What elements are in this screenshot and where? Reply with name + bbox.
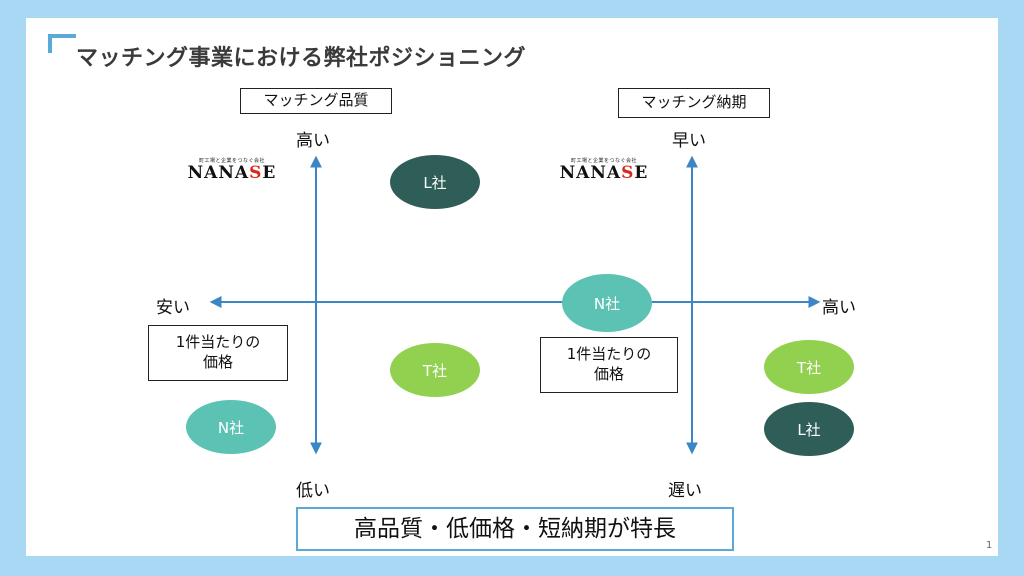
right-y-high-label: 早い <box>672 131 706 151</box>
logo-tagline: 町工場と企業をつなぐ会社 <box>570 158 637 164</box>
logo-tagline: 町工場と企業をつなぐ会社 <box>198 158 265 164</box>
logo-wordmark: NANASE <box>187 163 277 183</box>
left-y-axis-title: マッチング品質 <box>240 88 392 114</box>
right-company-n: N社 <box>562 274 652 332</box>
corner-accent-mark <box>48 34 76 53</box>
nanase-logo-right: 町工場と企業をつなぐ会社 NANASE <box>552 158 656 182</box>
x-low-label: 安い <box>156 298 190 318</box>
right-y-axis-title: マッチング納期 <box>618 88 770 118</box>
left-x-axis-title: 1件当たりの 価格 <box>148 325 288 381</box>
left-y-high-label: 高い <box>296 131 330 151</box>
slide <box>26 18 998 556</box>
left-x-axis-title-line2: 価格 <box>202 353 233 371</box>
logo-wordmark: NANASE <box>559 163 649 183</box>
left-company-l: L社 <box>390 155 480 209</box>
feature-statement: 高品質・低価格・短納期が特長 <box>296 507 734 551</box>
left-x-axis-title-line1: 1件当たりの <box>175 333 261 351</box>
right-x-axis-title-line2: 価格 <box>593 365 624 383</box>
right-company-t: T社 <box>764 340 854 394</box>
page-number: 1 <box>986 540 993 551</box>
right-company-l: L社 <box>764 402 854 456</box>
left-company-n: N社 <box>186 400 276 454</box>
nanase-logo-left: 町工場と企業をつなぐ会社 NANASE <box>180 158 284 182</box>
left-company-t: T社 <box>390 343 480 397</box>
page-title: マッチング事業における弊社ポジショニング <box>76 46 527 71</box>
right-y-low-label: 遅い <box>668 481 702 501</box>
x-high-label: 高い <box>822 298 856 318</box>
right-x-axis-title: 1件当たりの 価格 <box>540 337 678 393</box>
left-y-low-label: 低い <box>296 481 330 501</box>
right-x-axis-title-line1: 1件当たりの <box>566 345 652 363</box>
